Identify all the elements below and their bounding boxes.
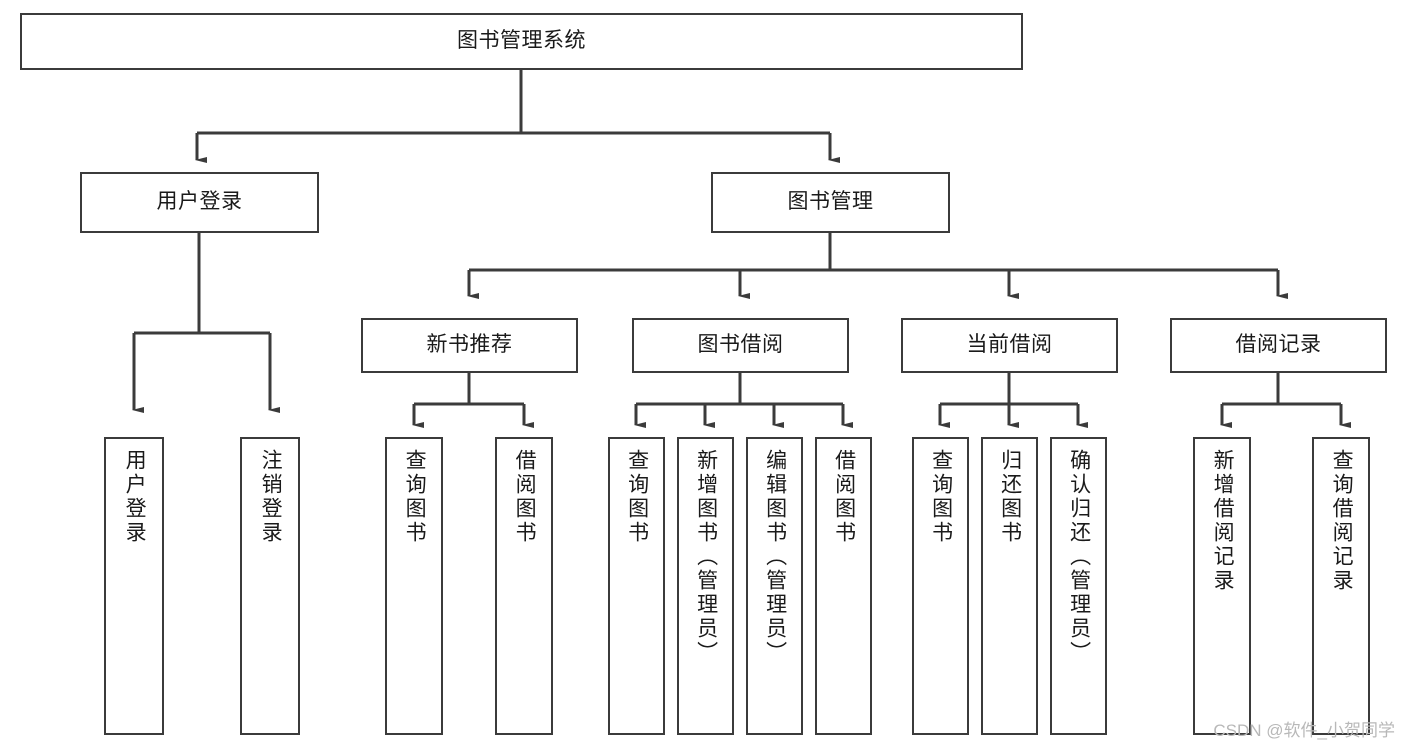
node-label: 图书管理 (787, 190, 874, 214)
node-leaf-query-book-current[interactable]: 查询图书 (912, 437, 969, 735)
node-label: 查询借阅记录 (1330, 449, 1354, 593)
node-label: 当前借阅 (966, 333, 1053, 357)
node-label: 编辑图书（管理员） (763, 449, 787, 665)
watermark: CSDN @软件_小贺同学 (1213, 721, 1395, 740)
node-root-book-management-system[interactable]: 图书管理系统 (20, 13, 1023, 70)
node-leaf-return-book[interactable]: 归还图书 (981, 437, 1038, 735)
node-label: 用户登录 (156, 190, 243, 214)
node-label: 新增借阅记录 (1211, 449, 1235, 593)
node-label: 新书推荐 (426, 333, 513, 357)
node-label: 新增图书（管理员） (694, 449, 718, 665)
node-label: 查询图书 (929, 449, 953, 545)
node-book-borrow[interactable]: 图书借阅 (632, 318, 849, 373)
node-leaf-borrow-book[interactable]: 借阅图书 (815, 437, 872, 735)
node-leaf-query-book-recommend[interactable]: 查询图书 (385, 437, 443, 735)
node-leaf-edit-book-admin[interactable]: 编辑图书（管理员） (746, 437, 803, 735)
node-label: 注销登录 (259, 449, 283, 545)
node-new-book-recommend[interactable]: 新书推荐 (361, 318, 578, 373)
node-current-borrow[interactable]: 当前借阅 (901, 318, 1118, 373)
node-label: 借阅记录 (1235, 333, 1322, 357)
node-leaf-logout[interactable]: 注销登录 (240, 437, 300, 735)
node-leaf-borrow-book-recommend[interactable]: 借阅图书 (495, 437, 553, 735)
node-user-login[interactable]: 用户登录 (80, 172, 319, 233)
node-label: 确认归还（管理员） (1067, 449, 1091, 665)
node-label: 归还图书 (998, 449, 1022, 545)
node-label: 查询图书 (625, 449, 649, 545)
node-leaf-add-borrow-record[interactable]: 新增借阅记录 (1193, 437, 1251, 735)
node-leaf-query-borrow-record[interactable]: 查询借阅记录 (1312, 437, 1370, 735)
node-label: 借阅图书 (513, 449, 537, 545)
node-leaf-query-book-borrow[interactable]: 查询图书 (608, 437, 665, 735)
node-label: 用户登录 (123, 449, 147, 545)
node-label: 图书管理系统 (457, 29, 586, 53)
node-book-management[interactable]: 图书管理 (711, 172, 950, 233)
node-leaf-user-login[interactable]: 用户登录 (104, 437, 164, 735)
node-label: 借阅图书 (832, 449, 856, 545)
node-label: 图书借阅 (697, 333, 784, 357)
node-leaf-confirm-return-admin[interactable]: 确认归还（管理员） (1050, 437, 1107, 735)
node-borrow-record[interactable]: 借阅记录 (1170, 318, 1387, 373)
node-leaf-add-book-admin[interactable]: 新增图书（管理员） (677, 437, 734, 735)
node-label: 查询图书 (403, 449, 427, 545)
